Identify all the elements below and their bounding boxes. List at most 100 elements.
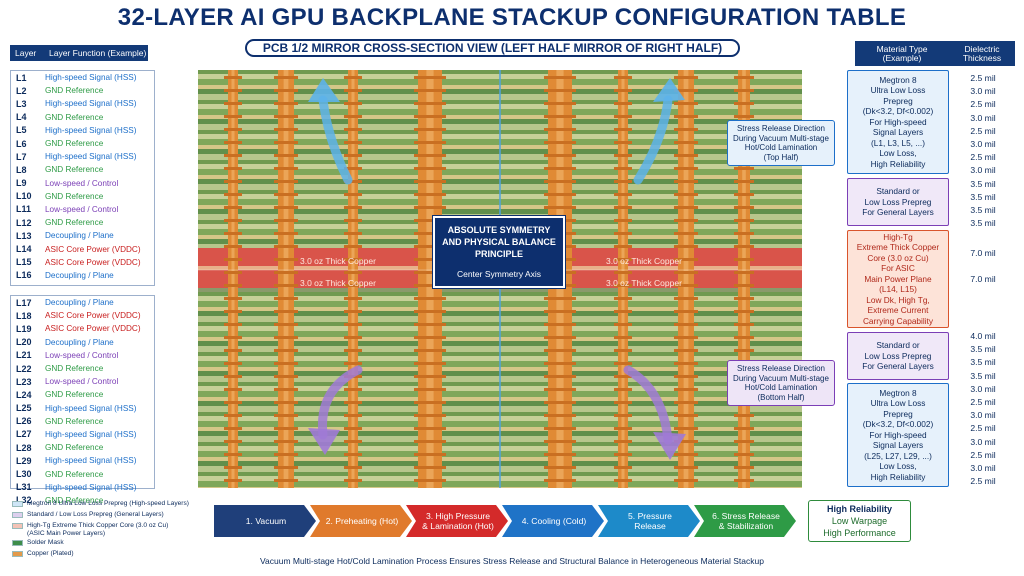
layer-function: ASIC Core Power (VDDC)	[45, 311, 141, 321]
via-pad	[344, 362, 362, 365]
via-pad	[274, 297, 298, 300]
via-pad	[614, 102, 632, 105]
via-pad	[544, 128, 576, 131]
via-pad	[614, 128, 632, 131]
via-pad	[414, 453, 446, 456]
via-pad	[274, 258, 298, 261]
via-pad	[274, 336, 298, 339]
legend-item: Copper (Plated)	[12, 550, 189, 561]
thickness-value: 3.0 mil	[970, 410, 996, 421]
via-pad	[614, 466, 632, 469]
thickness-value: 3.0 mil	[970, 436, 996, 447]
layer-id: L8	[16, 164, 27, 175]
via-pad	[414, 128, 446, 131]
layer-header: Layer	[15, 48, 37, 58]
layer-function: High-speed Signal (HSS)	[45, 99, 137, 109]
via-pad	[274, 193, 298, 196]
layer-function: GND Reference	[45, 416, 104, 426]
stress-arrow-bottom-left	[317, 365, 363, 440]
via-pad	[544, 89, 576, 92]
process-step-label: 3. High Pressure & Lamination (Hot)	[422, 511, 494, 531]
via-pad	[224, 245, 242, 248]
via-pad	[414, 154, 446, 157]
via-pad	[344, 258, 362, 261]
via-pad	[674, 453, 698, 456]
stress-arrow-bottom-left-head	[308, 428, 340, 455]
via-pad	[674, 388, 698, 391]
via-pad	[274, 232, 298, 235]
via-pad	[544, 362, 576, 365]
via-pad	[734, 297, 754, 300]
thickness-value: 2.5 mil	[970, 152, 996, 163]
process-step-label: 6. Stress Release & Stabilization	[712, 511, 780, 531]
material-text: Megtron 8 Ultra Low Loss Prepreg (Dk<3.2…	[862, 74, 934, 169]
via-pad	[344, 206, 362, 209]
via-pad	[224, 154, 242, 157]
via-pad	[274, 89, 298, 92]
via-pad	[544, 453, 576, 456]
via-pad	[414, 271, 446, 274]
stress-arrow-top-right-head	[653, 78, 685, 102]
via-pad	[274, 362, 298, 365]
via-pad	[674, 271, 698, 274]
layer-function: GND Reference	[45, 191, 104, 201]
via-pad	[614, 245, 632, 248]
stress-arrow-bottom-right-head	[653, 432, 686, 460]
via-pad	[224, 219, 242, 222]
via-pad	[274, 479, 298, 482]
via-pad	[414, 349, 446, 352]
via-pad	[414, 310, 446, 313]
thickness-value: 3.0 mil	[970, 383, 996, 394]
via-pad	[544, 167, 576, 170]
thickness-value: 3.0 mil	[970, 138, 996, 149]
copper-label-left-top: 3.0 oz Thick Copper	[300, 256, 376, 266]
material-table-header: Material Type (Example) Dielectric Thick…	[855, 41, 1015, 66]
via-pad	[614, 154, 632, 157]
via-pad	[224, 297, 242, 300]
via-pad	[734, 427, 754, 430]
stress-callout-bottom-text: Stress Release Direction During Vacuum M…	[733, 364, 829, 402]
layer-function: Decoupling / Plane	[45, 337, 114, 347]
thickness-value: 7.0 mil	[970, 274, 996, 284]
via-pad	[224, 453, 242, 456]
layer-id: L30	[16, 469, 32, 480]
via-pad	[614, 362, 632, 365]
via-pad	[344, 414, 362, 417]
thickness-value: 2.5 mil	[970, 396, 996, 407]
stress-arrow-top-left-head	[308, 78, 340, 102]
via-pad	[344, 167, 362, 170]
via-pad	[414, 102, 446, 105]
via-pad	[544, 466, 576, 469]
via-pad	[274, 453, 298, 456]
thickness-value: 2.5 mil	[970, 73, 996, 83]
via-pad	[414, 206, 446, 209]
cross-section-subtitle: PCB 1/2 MIRROR CROSS-SECTION VIEW (LEFT …	[245, 39, 740, 57]
via-pad	[614, 180, 632, 183]
via-pad	[674, 375, 698, 378]
via-highlight	[283, 70, 289, 488]
via-pad	[614, 479, 632, 482]
thickness-value: 2.5 mil	[970, 449, 996, 460]
page-title: 32-LAYER AI GPU BACKPLANE STACKUP CONFIG…	[117, 4, 907, 31]
via-pad	[544, 180, 576, 183]
thickness-value: 3.0 mil	[970, 112, 996, 123]
via-pad	[274, 128, 298, 131]
material-box-1: Megtron 8 Ultra Low Loss Prepreg (Dk<3.2…	[847, 70, 949, 174]
via-pad	[224, 427, 242, 430]
via-pad	[344, 193, 362, 196]
via-pad	[614, 76, 632, 79]
process-step-label: 1. Vacuum	[245, 516, 287, 526]
layer-function: Low-speed / Control	[45, 350, 119, 360]
via-pad	[274, 271, 298, 274]
layer-id: L4	[16, 112, 27, 123]
layer-id: L17	[16, 297, 32, 308]
layer-id: L12	[16, 217, 32, 228]
